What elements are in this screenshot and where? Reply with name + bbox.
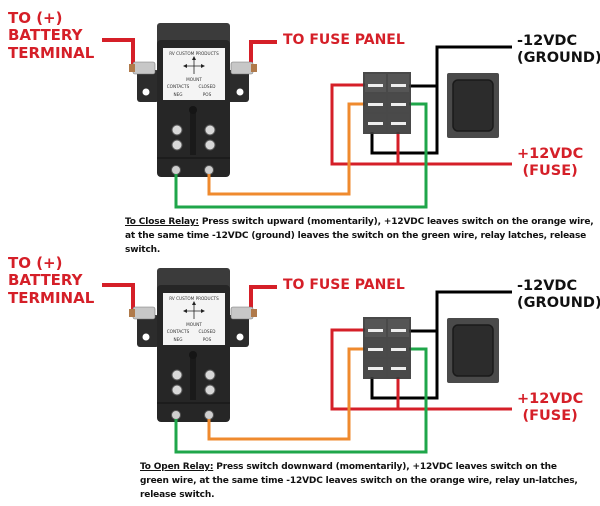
fuse-label-line: (FUSE) [522, 162, 578, 179]
ground-jumper-wire [370, 331, 439, 400]
fuse-label-line: (FUSE) [522, 407, 578, 424]
green-wire [174, 102, 428, 209]
wiring-diagram: RV CUSTOM PRODUCTS MOUNT CONTACTS CLOSED… [102, 23, 512, 209]
open-relay-caption: To Open Relay: Press switch downward (mo… [140, 460, 580, 502]
battery-label-line: BATTERY [8, 271, 83, 290]
ground-jumper-wire [370, 86, 439, 155]
fuse-label-line: +12VDC [517, 146, 584, 162]
relay-pos-text: POS [203, 337, 212, 342]
battery-label-line: BATTERY [8, 26, 83, 45]
ground-label: -12VDC (GROUND) [517, 33, 600, 66]
close-relay-caption: To Close Relay: Press switch upward (mom… [125, 215, 595, 257]
wiring-diagram: RV CUSTOM PRODUCTS MOUNT CONTACTS CLOSED… [102, 268, 512, 454]
fuse-panel-label: TO FUSE PANEL [283, 32, 405, 48]
ground-wire [398, 45, 512, 88]
battery-terminal-label: TO (+) BATTERY TERMINAL [8, 254, 95, 307]
caption-text: Press switch downward (momentarily), +12… [140, 462, 578, 500]
relay-mount-text: MOUNT [186, 77, 202, 82]
battery-wire [102, 38, 135, 66]
caption-heading: To Close Relay: [125, 217, 199, 227]
fuse-feed-wire [330, 328, 512, 411]
switch-terminal-block [363, 317, 411, 379]
caption-text: Press switch upward (momentarily), +12VD… [125, 217, 594, 255]
relay-brand-text: RV CUSTOM PRODUCTS [169, 51, 219, 56]
relay-mount-text: MOUNT [186, 322, 202, 327]
fuse-feed-wire [330, 83, 512, 166]
ground-label-line: -12VDC [517, 278, 578, 294]
battery-label-line: TO (+) [8, 254, 63, 272]
battery-label-line: TERMINAL [8, 43, 95, 62]
rocker-switch [447, 73, 499, 138]
orange-wire [207, 347, 372, 441]
ground-label-line: (GROUND) [517, 294, 600, 311]
fuse-panel-wire [249, 40, 277, 66]
relay-brand-text: RV CUSTOM PRODUCTS [169, 296, 219, 301]
fuse-12v-label: +12VDC (FUSE) [517, 391, 583, 424]
fuse-12v-label: +12VDC (FUSE) [517, 146, 583, 179]
green-wire [174, 347, 428, 454]
relay-contacts-text: CONTACTS [167, 329, 190, 334]
rocker-switch [447, 318, 499, 383]
relay-neg-text: NEG [173, 92, 182, 97]
relay-closed-text: CLOSED [199, 329, 216, 334]
relay-neg-text: NEG [173, 337, 182, 342]
close-relay-diagram: RV CUSTOM PRODUCTS MOUNT CONTACTS CLOSED… [0, 0, 600, 255]
fuse-panel-label: TO FUSE PANEL [283, 277, 405, 293]
open-relay-diagram: RV CUSTOM PRODUCTS MOUNT CONTACTS CLOSED… [0, 245, 600, 500]
relay: RV CUSTOM PRODUCTS MOUNT CONTACTS CLOSED… [129, 23, 257, 177]
battery-wire [102, 283, 135, 311]
ground-label: -12VDC (GROUND) [517, 278, 600, 311]
ground-wire [398, 290, 512, 333]
fuse-label-line: +12VDC [517, 391, 584, 407]
caption-heading: To Open Relay: [140, 462, 214, 472]
relay-closed-text: CLOSED [199, 84, 216, 89]
relay-contacts-text: CONTACTS [167, 84, 190, 89]
relay: RV CUSTOM PRODUCTS MOUNT CONTACTS CLOSED… [129, 268, 257, 422]
battery-label-line: TO (+) [8, 9, 63, 27]
ground-label-line: -12VDC [517, 33, 578, 49]
battery-terminal-label: TO (+) BATTERY TERMINAL [8, 9, 95, 62]
switch-terminal-block [363, 72, 411, 134]
relay-pos-text: POS [203, 92, 212, 97]
ground-label-line: (GROUND) [517, 49, 600, 66]
fuse-panel-wire [249, 285, 277, 311]
orange-wire [207, 102, 372, 196]
battery-label-line: TERMINAL [8, 288, 95, 307]
